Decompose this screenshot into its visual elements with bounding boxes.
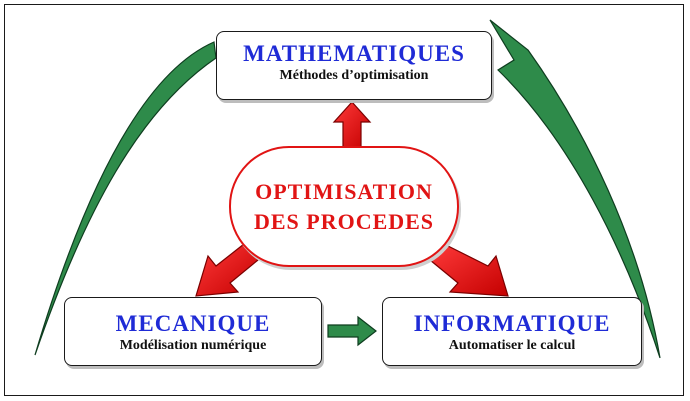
right-swoosh-arrow — [489, 19, 661, 359]
mathematiques-box: MATHEMATIQUES Méthodes d’optimisation — [216, 31, 492, 100]
mathematiques-subtitle: Méthodes d’optimisation — [279, 68, 429, 83]
arrow-mecanique-to-informatique — [327, 315, 377, 347]
informatique-subtitle: Automatiser le calcul — [448, 338, 576, 353]
center-label-line1: OPTIMISATION — [255, 178, 433, 204]
arrow-to-mathematiques — [332, 101, 372, 149]
mathematiques-title: MATHEMATIQUES — [243, 41, 465, 66]
mecanique-subtitle: Modélisation numérique — [119, 338, 267, 353]
arrow-to-informatique — [429, 243, 509, 297]
center-oval: OPTIMISATION DES PROCEDES — [229, 146, 459, 267]
arrow-to-mecanique — [195, 243, 259, 297]
center-label-line2: DES PROCEDES — [253, 208, 435, 234]
left-swoosh-arrow — [34, 41, 217, 356]
mecanique-title: MECANIQUE — [115, 311, 271, 336]
informatique-title: INFORMATIQUE — [413, 311, 611, 336]
informatique-box: INFORMATIQUE Automatiser le calcul — [382, 297, 642, 366]
mecanique-box: MECANIQUE Modélisation numérique — [64, 297, 322, 366]
